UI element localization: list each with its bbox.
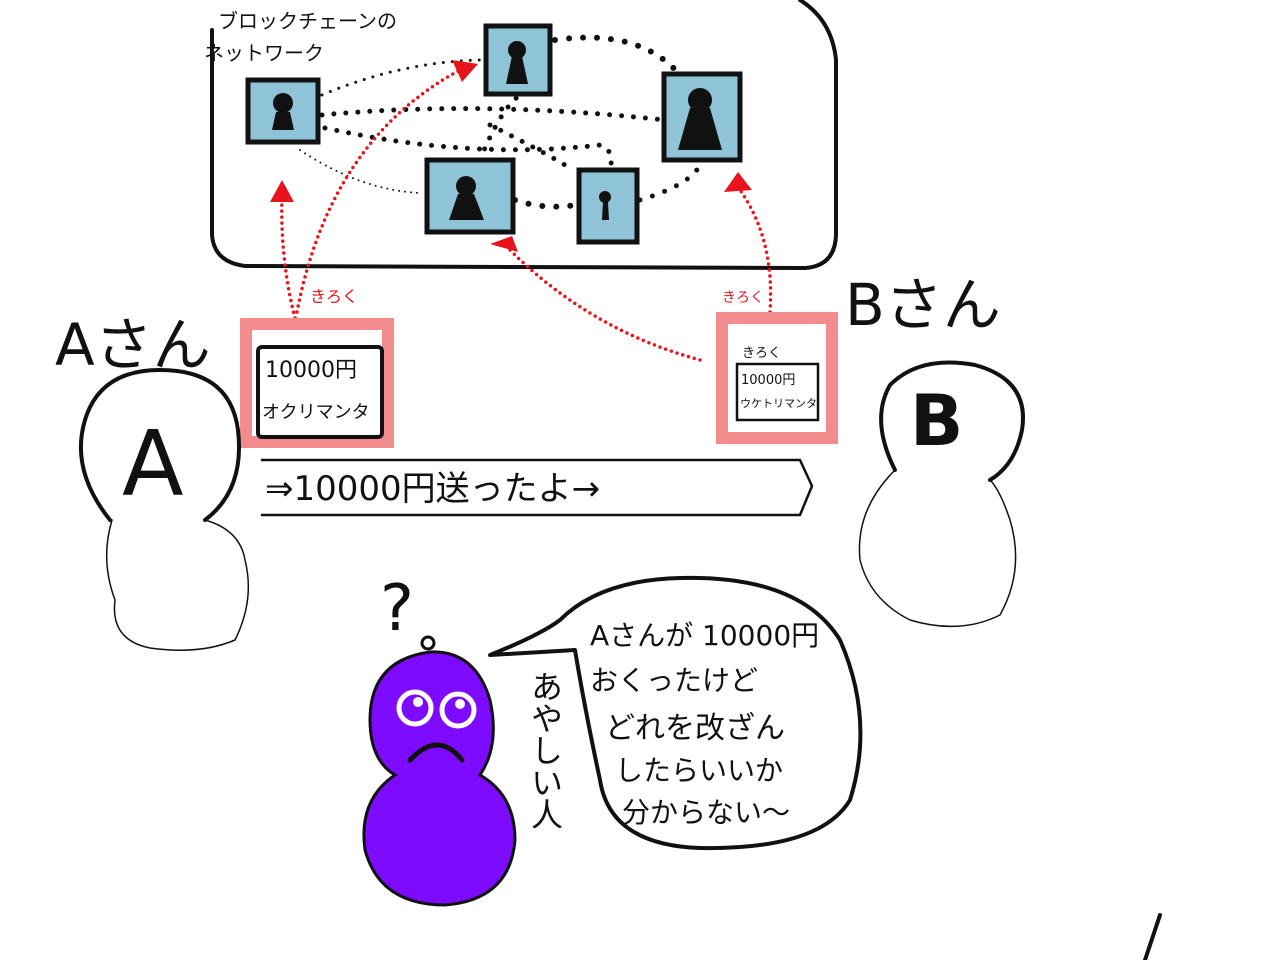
network-nodes (245, 23, 743, 245)
question-mark-icon: ? (380, 572, 414, 646)
speech-bubble: Aさんが 10000円 おくったけど どれを改ざん したらいいか 分からない〜 (488, 575, 863, 851)
record-card-a: きろく 10000円 オクリマンタ (240, 288, 394, 448)
speech-line: Aさんが 10000円 (590, 619, 819, 652)
arrowhead-icon (270, 180, 294, 202)
record-b-text: ウケトリマンタ (740, 397, 817, 410)
node-user-icon (483, 23, 553, 97)
arrowhead-icon (452, 60, 478, 82)
node-user-icon (245, 77, 321, 145)
arrowhead-icon (724, 172, 752, 192)
record-a-text: オクリマンタ (262, 402, 370, 423)
network-title-line1: ブロックチェーンの (218, 9, 397, 33)
network-connections (299, 34, 703, 210)
person-b: Bさん B (845, 271, 1025, 628)
speech-line: したらいいか (615, 754, 783, 787)
node-user-icon (661, 71, 743, 163)
record-arrows (270, 60, 773, 362)
speech-line: 分からない〜 (622, 796, 790, 829)
record-b-heading: きろく (742, 346, 781, 361)
suspicious-label: あやしい人 (526, 670, 564, 830)
person-b-initial: B (910, 380, 963, 462)
record-b-tag: きろく (722, 290, 764, 306)
network-frame (210, 0, 838, 270)
person-a: Aさん A (55, 311, 250, 651)
node-user-icon (576, 167, 640, 245)
record-card-b: きろく きろく 10000円 ウケトリマンタ (716, 290, 838, 444)
stray-stroke (1143, 913, 1162, 960)
record-a-amount: 10000円 (265, 358, 357, 383)
person-a-initial: A (122, 412, 184, 517)
transfer-arrow: ⇒10000円送ったよ→ (260, 458, 814, 517)
record-b-amount: 10000円 (741, 373, 795, 388)
person-b-label: Bさん (845, 271, 1001, 339)
arrowhead-icon (490, 236, 518, 252)
suspicious-person: ? あやしい人 (362, 572, 564, 907)
transfer-text: ⇒10000円送ったよ→ (265, 469, 600, 509)
node-user-icon (424, 157, 516, 235)
speech-line: おくったけど (590, 664, 758, 697)
person-a-label: Aさん (55, 311, 211, 379)
suspicious-body (362, 650, 517, 907)
record-a-tag: きろく (310, 288, 358, 306)
network-title-line2: ネットワーク (204, 41, 324, 65)
speech-line: どれを改ざん (605, 711, 785, 746)
